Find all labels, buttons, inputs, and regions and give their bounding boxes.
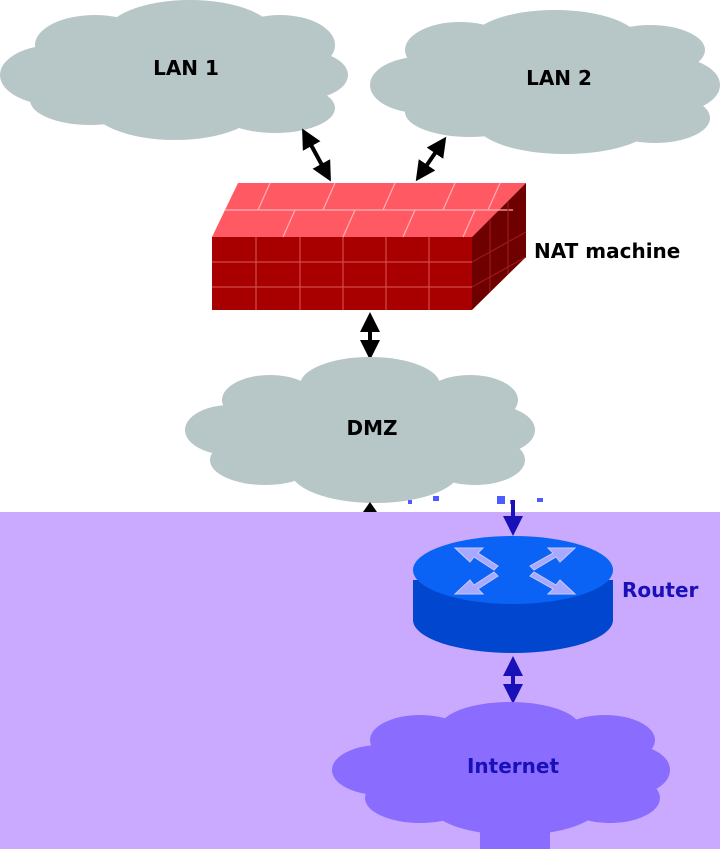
internet-cloud-icon xyxy=(332,702,670,849)
scan-noise xyxy=(408,496,543,504)
arrow-lan2-nat xyxy=(415,136,447,182)
dmz-cloud-icon xyxy=(185,357,535,503)
arrow-dmz-down-tip xyxy=(363,502,377,512)
arrow-lan1-nat xyxy=(302,128,331,182)
lan1-label: LAN 1 xyxy=(153,56,219,80)
lan1-cloud-icon xyxy=(0,0,348,140)
nat-firewall-icon xyxy=(212,182,527,310)
router-label: Router xyxy=(622,578,699,602)
dmz-label: DMZ xyxy=(346,416,397,440)
lan2-cloud-icon xyxy=(370,10,720,154)
router-icon xyxy=(413,536,613,653)
internet-label: Internet xyxy=(467,754,559,778)
lan2-label: LAN 2 xyxy=(526,66,592,90)
nat-label: NAT machine xyxy=(534,239,680,263)
